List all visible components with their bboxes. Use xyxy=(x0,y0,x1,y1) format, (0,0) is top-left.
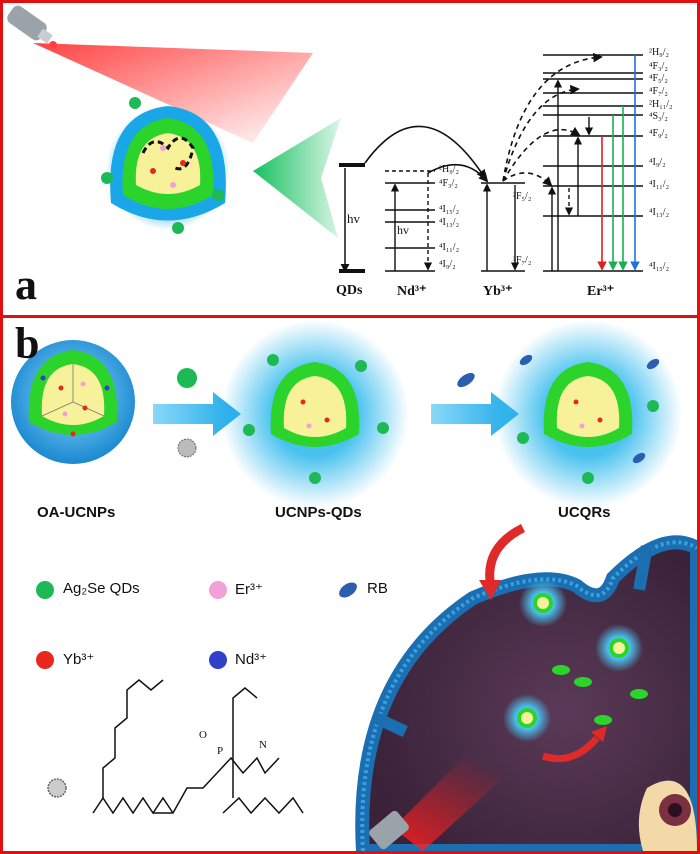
panel-a-label: a xyxy=(15,260,37,309)
oa-ucnp-particle xyxy=(11,340,135,464)
yb-level: ²F₇/₂ xyxy=(513,255,532,266)
stage-label-ucnps-qds: UCNPs-QDs xyxy=(275,504,362,521)
legend-rb-label: RB xyxy=(367,580,388,597)
nd-level: ⁴I₁₃/₂ xyxy=(439,217,460,228)
er-level: ²H₁₁/₂ xyxy=(649,99,673,110)
qd-hv-label: hv xyxy=(347,211,360,226)
nd-level: ⁴I₉/₂ xyxy=(439,259,456,270)
er-level: ⁴S₃/₂ xyxy=(649,111,668,122)
nd-level: ⁴F₃/₂ xyxy=(439,178,458,189)
legend-er-label: Er³⁺ xyxy=(235,581,263,598)
er-level: ⁴F₉/₂ xyxy=(649,128,668,139)
ucqrs-particle xyxy=(494,320,682,508)
qd-title: QDs xyxy=(336,283,363,298)
nd-level: ⁴I₁₅/₂ xyxy=(439,204,460,215)
svg-text:O: O xyxy=(199,729,207,741)
er-level: ⁴I₁₁/₂ xyxy=(649,179,670,190)
nd-level: ²H₉/₂ xyxy=(439,164,459,175)
oleate-micelle-icon xyxy=(177,438,197,458)
svg-text:P: P xyxy=(217,745,223,757)
legend-er-icon xyxy=(209,581,227,599)
cell-illustration xyxy=(355,523,697,851)
lipid-structure xyxy=(47,679,304,815)
legend-ag2se-label: Ag₂Se QDs xyxy=(63,580,140,597)
legend-rb-icon xyxy=(339,582,357,598)
panel-a: a hv hv ²H₉/₂ ⁴F₃/₂ ⁴I₁₅/₂ ⁴I₁₃/₂ ⁴I₁₁/₂… xyxy=(0,0,700,318)
nd-hv-label: hv xyxy=(397,223,409,237)
er-level: ⁴F₇/₂ xyxy=(649,86,668,97)
nd-level: ⁴I₁₁/₂ xyxy=(439,242,460,253)
nanoparticle-icon xyxy=(101,97,230,234)
panel-b-label: b xyxy=(15,319,40,368)
er-level: ⁴I₉/₂ xyxy=(649,157,666,168)
panel-a-graphics xyxy=(7,5,643,273)
stage-label-ucqrs: UCQRs xyxy=(558,504,611,521)
legend-nd-label: Nd³⁺ xyxy=(235,651,268,668)
svg-text:N: N xyxy=(259,739,267,751)
legend-ag2se-icon xyxy=(36,581,54,599)
stage-label-oa-ucnps: OA-UCNPs xyxy=(37,504,116,521)
yb-title: Yb³⁺ xyxy=(483,284,513,299)
er-level: ⁴F₅/₂ xyxy=(649,73,668,84)
er-level: ⁴F₃/₂ xyxy=(649,61,668,72)
emission-cone xyxy=(253,118,341,238)
nd-title: Nd³⁺ xyxy=(397,284,427,299)
ag2se-qd-icon xyxy=(177,368,197,388)
ucnps-qds-particle xyxy=(221,320,409,508)
process-arrow xyxy=(153,392,241,436)
legend-yb-icon xyxy=(36,651,54,669)
legend-yb-label: Yb³⁺ xyxy=(63,651,95,668)
panel-b-graphics: O P N xyxy=(11,320,697,851)
laser-icon xyxy=(7,5,313,143)
panel-b: O P N b OA-UCNPs UCNPs-QDs UCQ xyxy=(0,318,700,854)
rb-icon xyxy=(457,372,475,388)
er-level: ⁴I₁₅/₂ xyxy=(649,261,670,272)
yb-level: ²F₅/₂ xyxy=(513,191,532,202)
legend-nd-icon xyxy=(209,651,227,669)
er-level: ⁴I₁₃/₂ xyxy=(649,207,670,218)
er-level: ²H₉/₂ xyxy=(649,47,669,58)
er-title: Er³⁺ xyxy=(587,284,615,299)
